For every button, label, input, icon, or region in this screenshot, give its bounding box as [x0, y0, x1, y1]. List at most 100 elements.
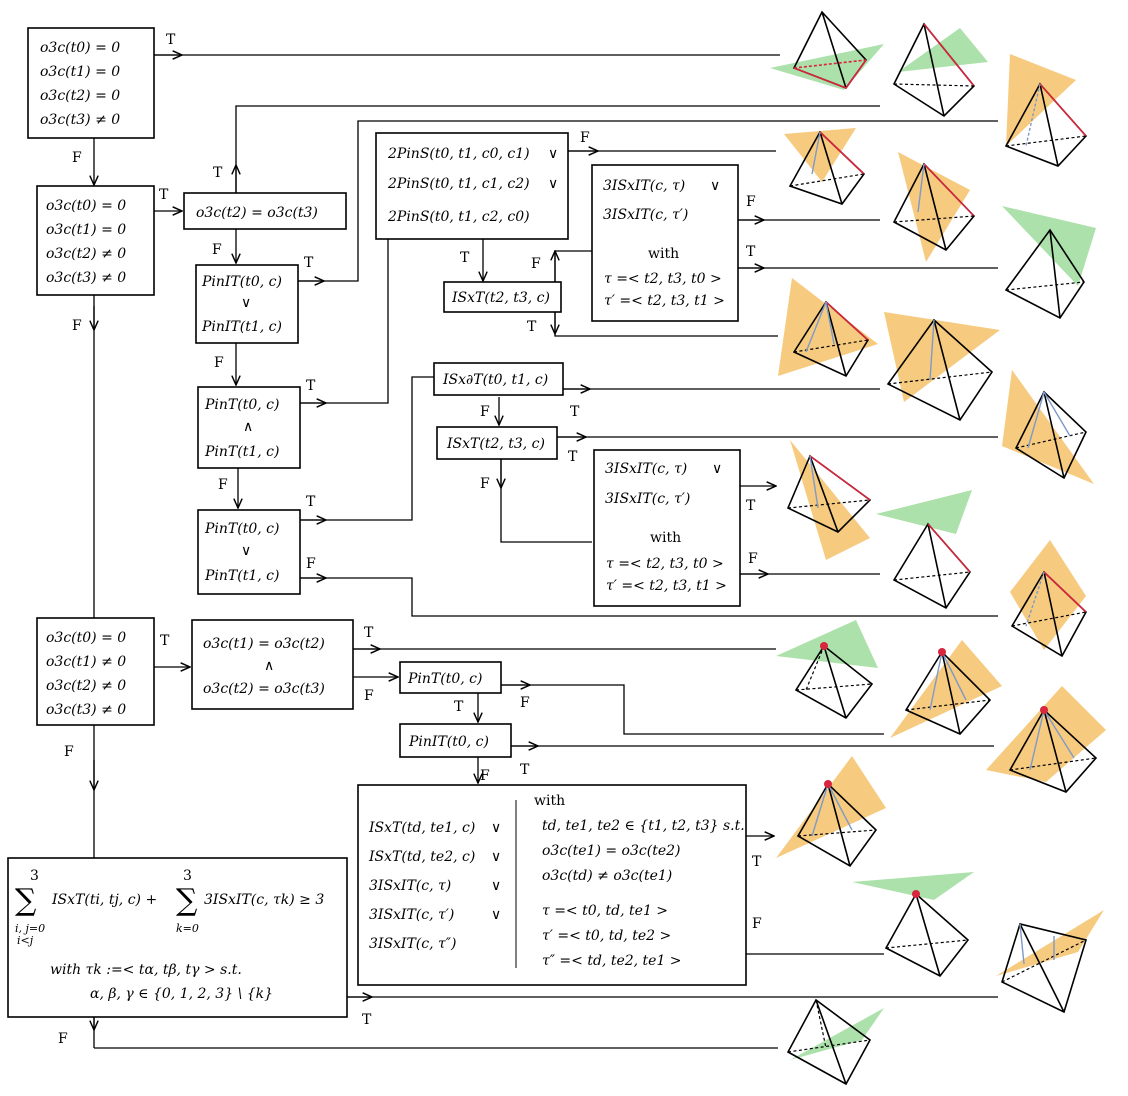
svg-text:3ISxIT(c, τk) ≥ 3: 3ISxIT(c, τk) ≥ 3 [204, 892, 324, 908]
tetra-o3chain-true [776, 620, 878, 720]
label-f: F [480, 768, 490, 784]
svg-text:with: with [534, 793, 565, 809]
label-f: F [746, 194, 756, 210]
svg-text:ISx∂T(t0, t1, c): ISx∂T(t0, t1, c) [442, 372, 548, 388]
tetra-3isxit-mid-false [876, 490, 972, 610]
svg-text:∨: ∨ [491, 878, 501, 894]
tetra-isxt-mid-true [1002, 370, 1094, 484]
pint-t0-box: PinT(t0, c) [399, 661, 502, 694]
o3-equal-box: o3c(t2) = o3c(t3) [183, 192, 347, 230]
svg-text:o3c(t3) ≠ 0: o3c(t3) ≠ 0 [46, 702, 126, 718]
label-f: F [580, 130, 590, 146]
case2-box: o3c(t0) = 0 o3c(t1) = 0 o3c(t2) ≠ 0 o3c(… [36, 185, 155, 296]
svg-text:with τk :=< tα, tβ, tγ > s.t.: with τk :=< tα, tβ, tγ > s.t. [50, 962, 242, 978]
pint-and-box: PinT(t0, c) ∧ PinT(t1, c) [197, 386, 301, 469]
svg-text:∑: ∑ [15, 883, 37, 918]
svg-text:2PinS(t0, t1, c2, c0): 2PinS(t0, t1, c2, c0) [387, 209, 530, 225]
threeisxit-upper-box: 3ISxIT(c, τ) ∨ 3ISxIT(c, τ′) with τ =< t… [591, 164, 739, 322]
label-t: T [520, 762, 530, 778]
svg-text:3ISxIT(c, τ): 3ISxIT(c, τ) [605, 461, 687, 477]
svg-text:2PinS(t0, t1, c0, c1): 2PinS(t0, t1, c0, c1) [387, 146, 530, 162]
svg-text:PinIT(t0, c): PinIT(t0, c) [201, 274, 282, 290]
two-pins-box: 2PinS(t0, t1, c0, c1) 2PinS(t0, t1, c1, … [375, 132, 569, 240]
svg-text:τ =< t2, t3, t0 >: τ =< t2, t3, t0 > [604, 271, 722, 287]
svg-text:∧: ∧ [264, 658, 274, 674]
svg-text:τ′ =< t2, t3, t1 >: τ′ =< t2, t3, t1 > [604, 293, 725, 309]
pinit-t0-box: PinIT(t0, c) [399, 723, 512, 758]
svg-text:ISxT(ti, tj, c) +: ISxT(ti, tj, c) + [51, 892, 157, 908]
big-condition-box: ISxT(td, te1, c) ∨ ISxT(td, te2, c) ∨ 3I… [357, 784, 747, 986]
svg-text:o3c(te1) = o3c(te2): o3c(te1) = o3c(te2) [542, 843, 680, 859]
svg-text:i, j=0: i, j=0 [15, 922, 45, 935]
svg-text:PinIT(t1, c): PinIT(t1, c) [201, 319, 282, 335]
svg-text:ISxT(td, te2, c): ISxT(td, te2, c) [368, 849, 475, 865]
label-t: T [364, 625, 374, 641]
svg-text:3ISxIT(c, τ′): 3ISxIT(c, τ′) [369, 907, 454, 923]
label-t: T [213, 165, 223, 181]
label-f: F [480, 476, 490, 492]
label-t: T [527, 319, 537, 335]
svg-text:3ISxIT(c, τ): 3ISxIT(c, τ) [369, 878, 451, 894]
svg-text:i<j: i<j [17, 934, 34, 947]
svg-text:o3c(t0) = 0: o3c(t0) = 0 [46, 630, 126, 646]
svg-text:PinT(t1, c): PinT(t1, c) [204, 568, 279, 584]
svg-text:td, te1, te2 ∈ {t1, t2, t3} s: td, te1, te2 ∈ {t1, t2, t3} s.t. [542, 818, 745, 834]
tetra-pinit-t0-true [986, 686, 1106, 793]
svg-text:k=0: k=0 [176, 922, 199, 935]
svg-text:o3c(t3) ≠ 0: o3c(t3) ≠ 0 [40, 112, 120, 128]
svg-text:∨: ∨ [491, 849, 501, 865]
label-f: F [520, 695, 530, 711]
tetra-illustrations [770, 10, 1106, 1086]
svg-text:∨: ∨ [712, 461, 722, 477]
svg-text:PinIT(t0, c): PinIT(t0, c) [408, 734, 489, 750]
tetra-3isxit-upper-true [1002, 206, 1096, 320]
tetra-sum-true [996, 910, 1104, 1014]
svg-text:PinT(t0, c): PinT(t0, c) [204, 521, 279, 537]
svg-text:∨: ∨ [241, 295, 251, 311]
svg-text:∨: ∨ [710, 178, 720, 194]
isxt-upper-box: ISxT(t2, t3, c) [443, 281, 562, 313]
tetra-3isxit-mid-true [786, 440, 872, 560]
svg-text:o3c(t3) ≠ 0: o3c(t3) ≠ 0 [46, 270, 126, 286]
svg-text:τ =< t0, td, te1 >: τ =< t0, td, te1 > [542, 903, 668, 919]
case3-box: o3c(t0) = 0 o3c(t1) ≠ 0 o3c(t2) ≠ 0 o3c(… [36, 617, 155, 726]
svg-text:∨: ∨ [241, 543, 251, 559]
tetra-isxt-upper-true [778, 278, 878, 378]
connectors [94, 55, 998, 1049]
svg-text:τ″ =< td, te2, te1 >: τ″ =< td, te2, te1 > [542, 953, 682, 969]
label-f: F [58, 1031, 68, 1047]
svg-text:o3c(td) ≠ o3c(te1): o3c(td) ≠ o3c(te1) [542, 868, 672, 884]
svg-text:o3c(t2) = 0: o3c(t2) = 0 [40, 88, 120, 104]
svg-text:o3c(t1) = o3c(t2): o3c(t1) = o3c(t2) [203, 636, 325, 652]
tetra-3isxit-upper-false [892, 152, 976, 262]
svg-text:τ′ =< t0, td, te2 >: τ′ =< t0, td, te2 > [542, 928, 671, 944]
isxt-mid-box: ISxT(t2, t3, c) [436, 426, 558, 460]
label-f: F [212, 242, 222, 258]
tetra-bigbox-true [776, 756, 886, 868]
label-t: T [746, 244, 756, 260]
svg-text:3: 3 [183, 868, 192, 884]
label-f: F [752, 916, 762, 932]
svg-text:PinT(t0, c): PinT(t0, c) [204, 397, 279, 413]
tetra-isxdt-true [884, 312, 1000, 422]
svg-text:τ′ =< t2, t3, t1 >: τ′ =< t2, t3, t1 > [606, 578, 727, 594]
svg-text:ISxT(t2, t3, c): ISxT(t2, t3, c) [451, 290, 550, 306]
tetra-pint-t0-true [890, 640, 1002, 738]
label-t: T [454, 699, 464, 715]
svg-text:∧: ∧ [243, 419, 253, 435]
label-t: T [746, 498, 756, 514]
svg-text:ISxT(td, te1, c): ISxT(td, te1, c) [368, 820, 475, 836]
svg-text:with: with [650, 530, 681, 546]
svg-text:o3c(t0) = 0: o3c(t0) = 0 [46, 198, 126, 214]
tetra-pint-or-false [1010, 540, 1087, 658]
svg-text:α, β, γ ∈ {0, 1, 2, 3} \ {k}: α, β, γ ∈ {0, 1, 2, 3} \ {k} [90, 986, 273, 1002]
svg-text:3ISxIT(c, τ′): 3ISxIT(c, τ′) [603, 207, 688, 223]
label-t: T [304, 255, 314, 271]
svg-text:3: 3 [30, 868, 39, 884]
svg-text:∑: ∑ [176, 883, 198, 918]
svg-text:o3c(t2) ≠ 0: o3c(t2) ≠ 0 [46, 246, 126, 262]
svg-text:3ISxIT(c, τ′): 3ISxIT(c, τ′) [605, 491, 690, 507]
svg-text:3ISxIT(c, τ″): 3ISxIT(c, τ″) [369, 936, 456, 952]
svg-text:PinT(t0, c): PinT(t0, c) [407, 671, 482, 687]
